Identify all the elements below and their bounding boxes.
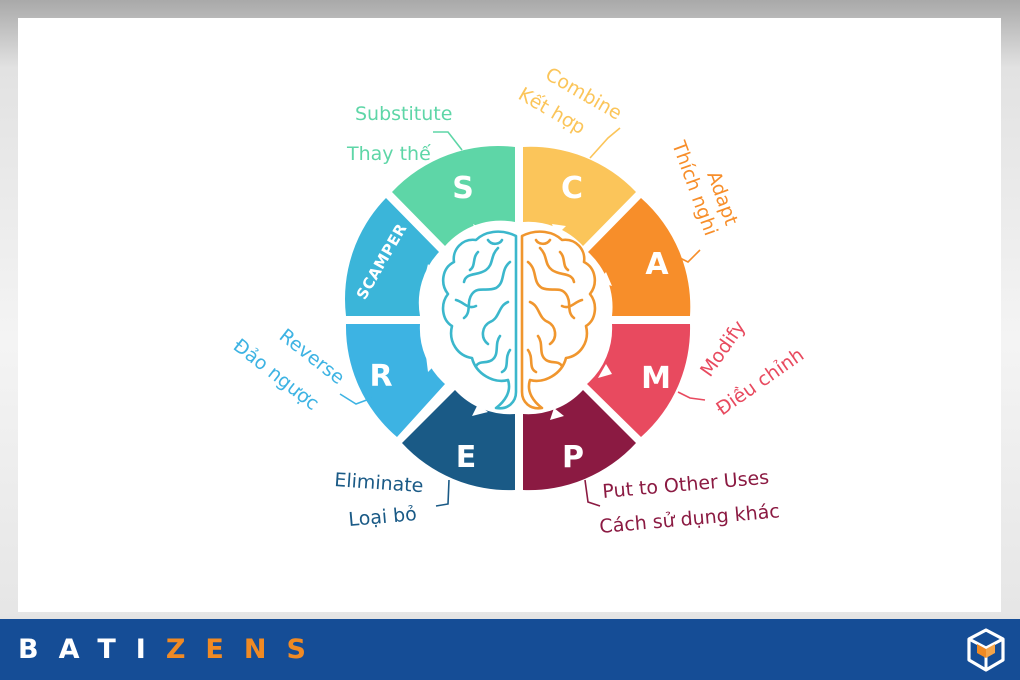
segment-s [392,145,515,246]
segment-c-letter: C [561,171,583,206]
brain-right-hemisphere [520,230,597,410]
segment-c-pointer [552,224,566,236]
reverse-leader [339,393,373,405]
segment-e [402,390,515,491]
footer-bar: BATIZENS [0,619,1020,680]
put-to-other-uses-leader [584,479,601,507]
segment-s-pointer [473,224,488,238]
modify-label: Modify [696,317,750,381]
segment-a [588,198,691,316]
adapt-leader [679,249,701,263]
put-to-other-uses-label: Put to Other Uses [602,466,770,502]
substitute-label: Substitute [355,103,452,125]
scamper-diagram: S C A M P E R SCAMPER Substitute Thay th… [229,63,808,538]
segment-m-letter: M [641,361,671,396]
segment-r [345,324,445,437]
brand-white-text: BATI [18,634,166,665]
segment-s-letter: S [452,171,474,206]
segment-m-pointer [598,364,612,378]
modify-leader [677,391,706,401]
segment-p [523,390,636,491]
brand-wordmark[interactable]: BATIZENS [18,619,326,680]
segment-r-pointer [426,356,438,372]
eliminate-leader [435,479,450,507]
segment-p-letter: P [562,440,584,475]
brand-orange-text: ZENS [165,634,326,665]
segment-scamper-pointer [424,264,438,280]
segment-e-letter: E [456,440,477,475]
segment-p-pointer [550,408,564,420]
card-background [18,18,1001,612]
brain-left-hemisphere [441,230,518,410]
segment-a-letter: A [645,247,669,282]
segment-scamper [345,198,439,316]
segment-a-pointer [598,272,612,286]
cach-su-dung-khac-label: Cách sử dụng khác [599,500,781,538]
combine-leader [589,127,621,159]
loai-bo-label: Loại bỏ [348,503,418,531]
segment-m [587,324,691,437]
batizens-logo-icon[interactable] [964,627,1008,673]
substitute-leader [433,131,463,151]
segment-r-letter: R [369,359,392,394]
segment-c [523,146,636,246]
eliminate-label: Eliminate [334,469,425,497]
segment-e-pointer [472,404,488,416]
thay-the-label: Thay thế [346,143,431,165]
